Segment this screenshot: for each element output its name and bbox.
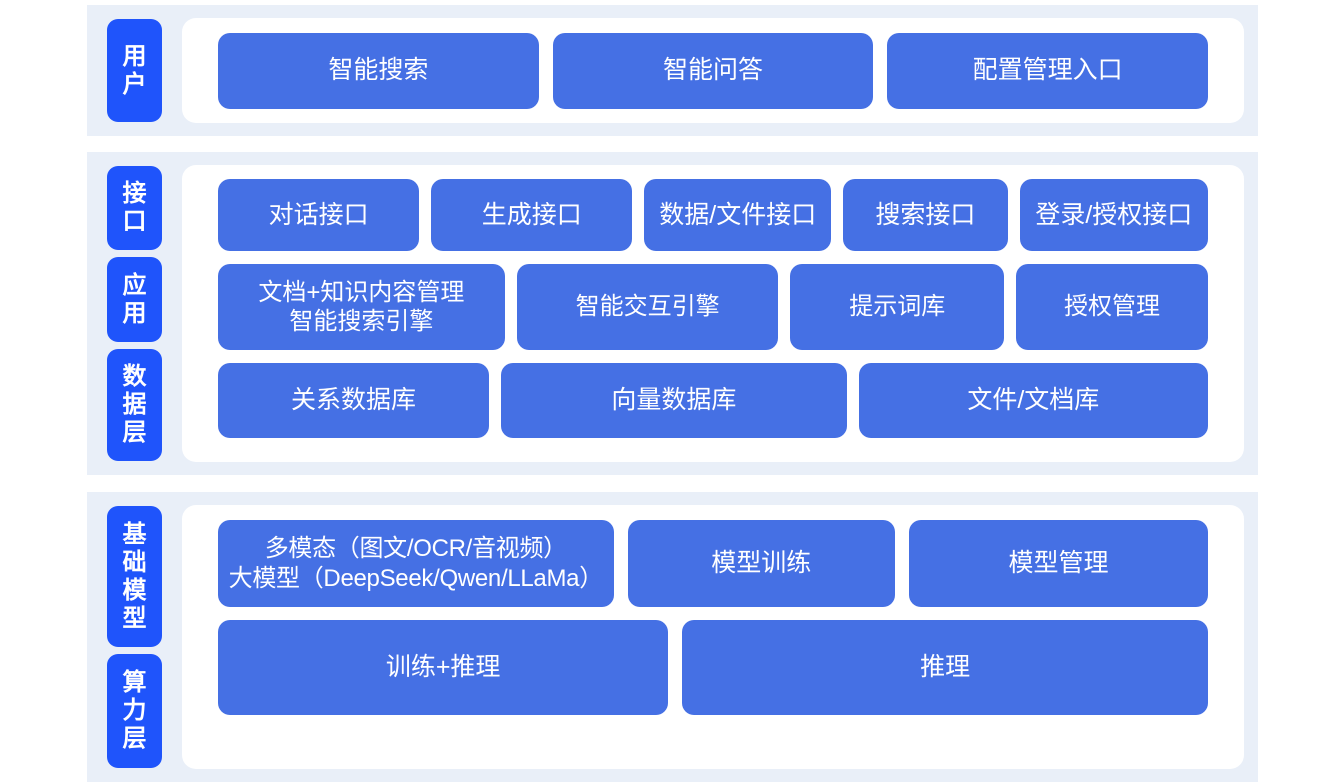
layer-label-user: 用户 — [107, 19, 162, 122]
layer-label-user-text: 用户 — [122, 42, 147, 98]
box-login-auth-api[interactable]: 登录/授权接口 — [1019, 179, 1208, 251]
box-smart-qa[interactable]: 智能问答 — [552, 32, 874, 109]
section-user: 用户 智能搜索 智能问答 配置管理入口 — [87, 5, 1258, 136]
box-model-management[interactable]: 模型管理 — [909, 520, 1209, 607]
layer-label-data: 数据层 — [107, 348, 162, 461]
box-smart-interaction-engine[interactable]: 智能交互引擎 — [516, 264, 779, 350]
layer-label-compute: 算力层 — [107, 654, 162, 769]
box-file-document-store[interactable]: 文件/文档库 — [858, 363, 1208, 438]
box-document-knowledge-management[interactable]: 文档+知识内容管理 智能搜索引擎 — [218, 264, 505, 350]
section-infrastructure: 基础模型 算力层 多模态（图文/OCR/音视频） 大模型（DeepSeek/Qw… — [87, 492, 1258, 782]
layer-label-application-text: 应用 — [122, 271, 147, 327]
section-infrastructure-label-column: 基础模型 算力层 — [87, 492, 182, 782]
layer-label-data-text: 数据层 — [122, 363, 147, 446]
box-config-management-entry[interactable]: 配置管理入口 — [887, 32, 1209, 109]
box-training-plus-inference[interactable]: 训练+推理 — [218, 620, 669, 715]
box-data-file-api[interactable]: 数据/文件接口 — [644, 179, 832, 251]
box-generation-api[interactable]: 生成接口 — [431, 179, 633, 251]
layer-label-interface-text: 接口 — [122, 180, 147, 236]
box-inference[interactable]: 推理 — [682, 620, 1208, 715]
box-model-training[interactable]: 模型训练 — [627, 520, 896, 607]
section-user-label-column: 用户 — [87, 5, 182, 136]
box-dialog-api[interactable]: 对话接口 — [218, 179, 420, 251]
section-user-panel: 智能搜索 智能问答 配置管理入口 — [182, 18, 1244, 123]
box-search-api[interactable]: 搜索接口 — [843, 179, 1008, 251]
row-compute: 训练+推理 推理 — [182, 620, 1244, 715]
layer-label-interface: 接口 — [107, 166, 162, 251]
layer-label-compute-text: 算力层 — [122, 669, 147, 753]
layer-label-application: 应用 — [107, 257, 162, 342]
box-relational-database[interactable]: 关系数据库 — [218, 363, 490, 438]
box-prompt-library[interactable]: 提示词库 — [790, 264, 1004, 350]
layer-label-foundation-model: 基础模型 — [107, 506, 162, 648]
box-multimodal-large-model[interactable]: 多模态（图文/OCR/音视频） 大模型（DeepSeek/Qwen/LLaMa） — [218, 520, 614, 607]
section-infrastructure-panel: 多模态（图文/OCR/音视频） 大模型（DeepSeek/Qwen/LLaMa）… — [182, 505, 1244, 769]
box-smart-search[interactable]: 智能搜索 — [218, 32, 539, 109]
row-foundation-model: 多模态（图文/OCR/音视频） 大模型（DeepSeek/Qwen/LLaMa）… — [182, 520, 1244, 607]
row-data-layer: 关系数据库 向量数据库 文件/文档库 — [182, 363, 1244, 438]
section-middle-panel: 对话接口 生成接口 数据/文件接口 搜索接口 登录/授权接口 文档+知识内容管理… — [182, 165, 1244, 462]
box-authorization-management[interactable]: 授权管理 — [1015, 264, 1208, 350]
section-middle: 接口 应用 数据层 对话接口 生成接口 数据/文件接口 搜索接口 登录/授权接口… — [87, 152, 1258, 475]
row-application: 文档+知识内容管理 智能搜索引擎 智能交互引擎 提示词库 授权管理 — [182, 264, 1244, 350]
box-vector-database[interactable]: 向量数据库 — [501, 363, 847, 438]
row-user-entries: 智能搜索 智能问答 配置管理入口 — [182, 32, 1244, 109]
layer-label-foundation-model-text: 基础模型 — [122, 521, 147, 632]
section-middle-label-column: 接口 应用 数据层 — [87, 152, 182, 475]
row-interface: 对话接口 生成接口 数据/文件接口 搜索接口 登录/授权接口 — [182, 179, 1244, 251]
